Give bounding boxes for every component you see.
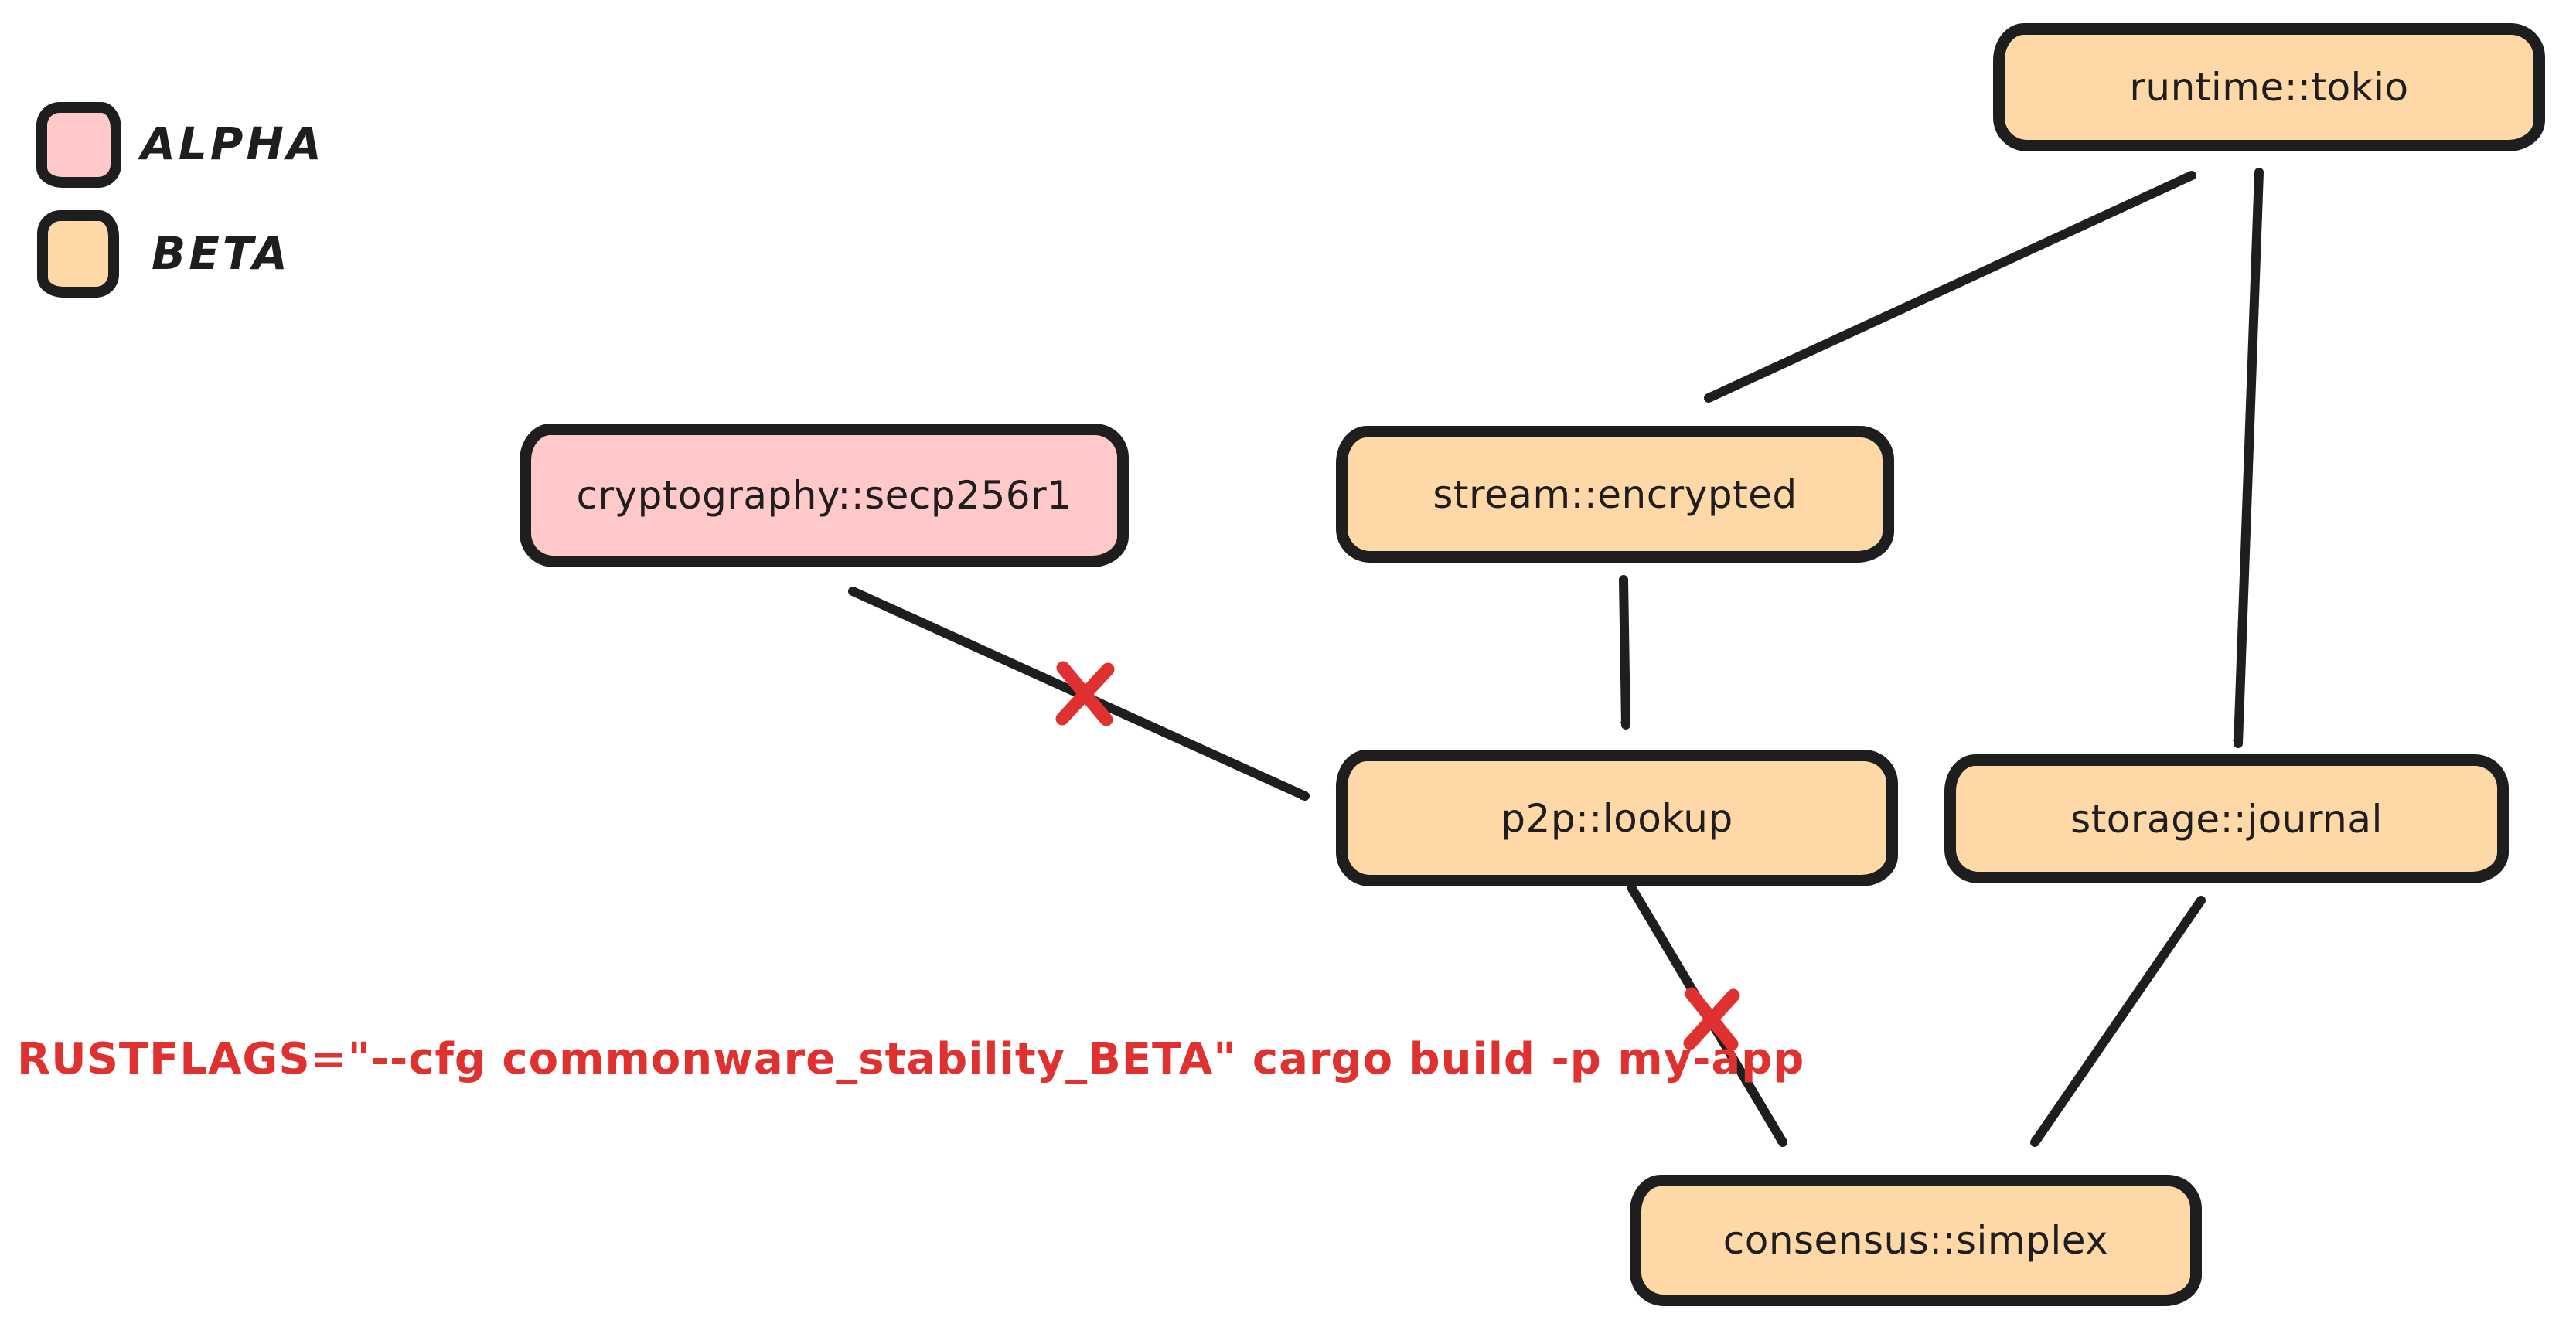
legend-label-alpha: ALPHA <box>141 117 325 170</box>
arrow-cryptography-secp256r1-to-p2p-lookup <box>848 587 1310 796</box>
arrow-runtime-tokio-to-storage-journal <box>2238 168 2264 748</box>
node-label: p2p::lookup <box>1501 795 1733 841</box>
node-cryptography-secp256r1: cryptography::secp256r1 <box>520 424 1129 567</box>
node-label: storage::journal <box>2070 796 2383 842</box>
node-label: stream::encrypted <box>1433 471 1797 517</box>
node-stream-encrypted: stream::encrypted <box>1336 426 1894 563</box>
arrow-storage-journal-to-consensus-simplex <box>2030 896 2206 1147</box>
node-label: cryptography::secp256r1 <box>576 473 1072 518</box>
node-runtime-tokio: runtime::tokio <box>1993 23 2545 151</box>
rustflags-command-annotation: RUSTFLAGS="--cfg commonware_stability_BE… <box>17 1034 1805 1084</box>
node-p2p-lookup: p2p::lookup <box>1336 750 1898 886</box>
legend-swatch-beta <box>37 210 119 298</box>
blocked-x-icon <box>1055 661 1115 726</box>
legend-swatch-alpha <box>36 102 121 188</box>
arrow-stream-encrypted-to-p2p-lookup <box>1624 575 1630 730</box>
node-label: consensus::simplex <box>1722 1218 2109 1263</box>
arrow-p2p-lookup-to-consensus-simplex <box>1627 883 1787 1147</box>
legend-label-beta: BETA <box>152 227 291 280</box>
node-label: runtime::tokio <box>2129 65 2409 110</box>
node-storage-journal: storage::journal <box>1944 754 2509 883</box>
arrow-runtime-tokio-to-stream-encrypted <box>1704 171 2196 398</box>
node-consensus-simplex: consensus::simplex <box>1630 1175 2202 1306</box>
